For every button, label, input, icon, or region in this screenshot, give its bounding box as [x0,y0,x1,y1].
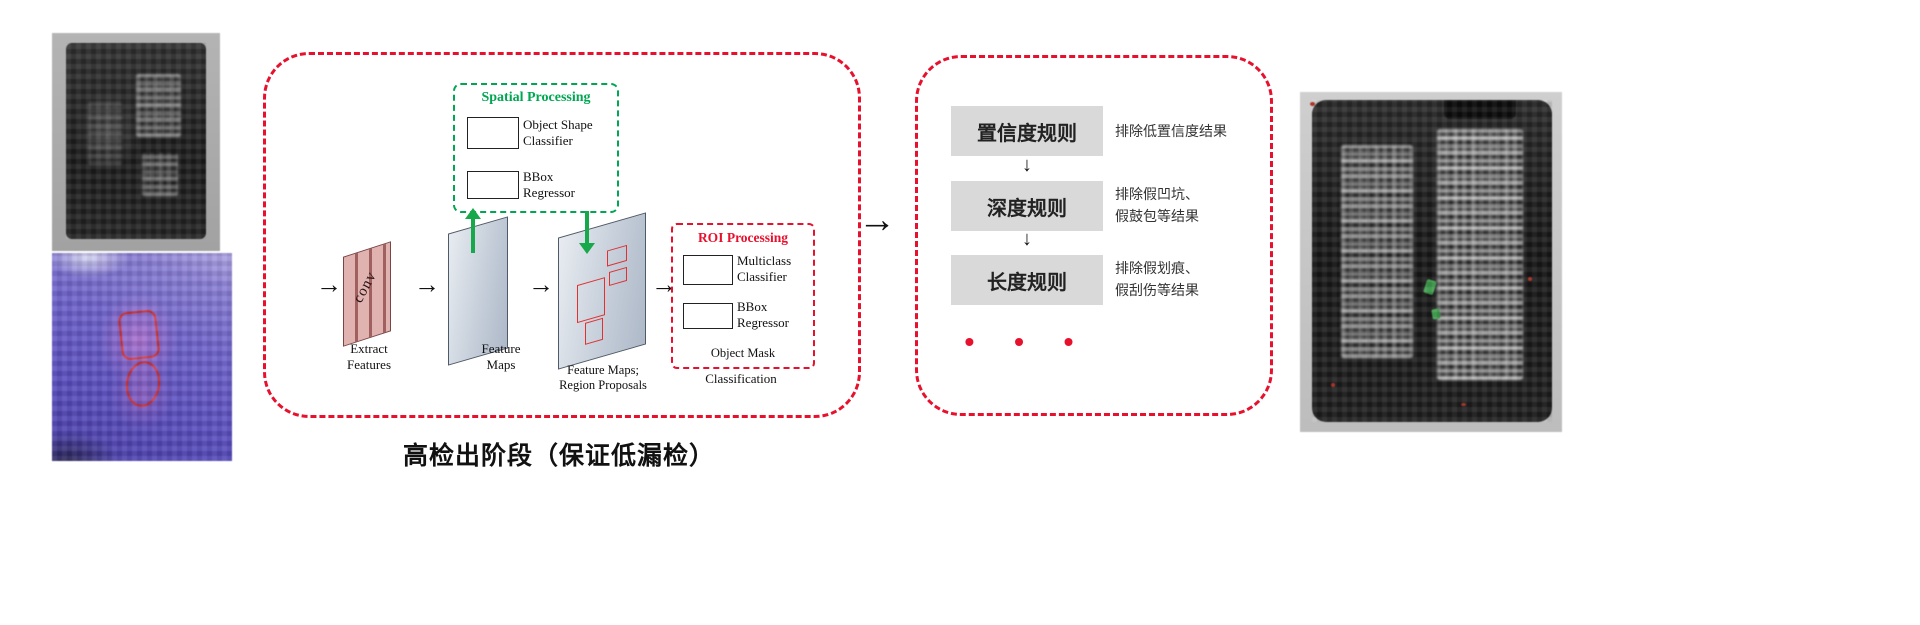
defect-annotation [117,309,161,362]
bbox-regressor-label: BBox Regressor [523,169,575,200]
defect-annotation [122,359,163,410]
bbox-regressor-box [467,171,519,199]
region-proposal-box [577,277,605,324]
spatial-processing-title: Spatial Processing [481,90,591,105]
object-shape-classifier-label: Object Shape Classifier [523,117,593,148]
length-rule-desc: 排除假划痕、 假刮伤等结果 [1115,260,1199,298]
feature-maps-label: Feature Maps [481,341,521,372]
defect-annotation-green [1422,279,1437,296]
flow-arrow-icon: → [528,269,554,299]
stage-transition-arrow-icon: → [858,199,896,241]
rule-filtering-stage-box: 置信度规则 排除低置信度结果 ↓ 深度规则 排除假凹坑、 假鼓包等结果 ↓ 长度… [915,55,1273,416]
confidence-rule-desc: 排除低置信度结果 [1115,123,1227,139]
region-proposal-box [585,317,603,345]
multiclass-classifier-label: Multiclass Classifier [737,253,792,284]
high-detection-stage-box: Spatial Processing Object Shape Classifi… [263,52,861,418]
stage1-caption: 高检出阶段（保证低漏检） [402,442,715,470]
pixel-texture [141,152,178,196]
conv-layers: conv [341,241,407,347]
input-image-grayscale [52,33,220,251]
pixel-texture [136,74,181,138]
pixel-texture [1436,128,1524,381]
input-image-depthmap [52,253,232,461]
down-arrow-icon: ↓ [1022,154,1032,176]
classification-label: Classification [705,371,777,386]
roi-processing-box: ROI Processing Multiclass Classifier BBo… [671,223,815,369]
pixel-texture [1340,145,1413,358]
defect-mark [1528,277,1532,282]
flow-arrow-icon: → [414,269,440,299]
spatial-processing-box: Spatial Processing Object Shape Classifi… [453,83,619,213]
region-proposal-box [607,244,627,267]
pixelation-overlay [66,43,206,239]
device-body [1312,100,1552,422]
defect-mark [1310,102,1316,107]
device-body [66,43,206,239]
output-image-annotated [1300,92,1562,432]
roi-processing-title: ROI Processing [697,230,789,245]
depth-rule-desc: 排除假凹坑、 假鼓包等结果 [1115,186,1199,224]
region-proposals-sheet [558,212,646,370]
roi-bbox-regressor-label: BBox Regressor [737,299,789,330]
defect-annotation-green [1431,308,1441,320]
multiclass-classifier-box [683,255,733,285]
device-connector [1444,100,1516,120]
extract-features-label: Extract Features [346,341,392,372]
depth-rule-box: 深度规则 [951,181,1103,231]
defect-mark [1460,402,1466,406]
roi-bbox-regressor-box [683,303,733,329]
region-proposal-box [609,266,627,286]
defect-mark [1331,383,1336,388]
more-rules-ellipsis: • • • [964,326,1090,357]
object-mask-label: Object Mask [710,345,776,360]
region-proposals-label: Feature Maps; Region Proposals [559,363,647,393]
green-up-arrow-icon [471,219,475,253]
length-rule-box: 长度规则 [951,255,1103,305]
pixel-texture [88,101,122,165]
confidence-rule-box: 置信度规则 [951,106,1103,156]
green-down-arrow-icon [585,211,589,243]
flow-arrow-icon: → [316,269,342,299]
object-shape-classifier-box [467,117,519,149]
down-arrow-icon: ↓ [1022,228,1032,250]
